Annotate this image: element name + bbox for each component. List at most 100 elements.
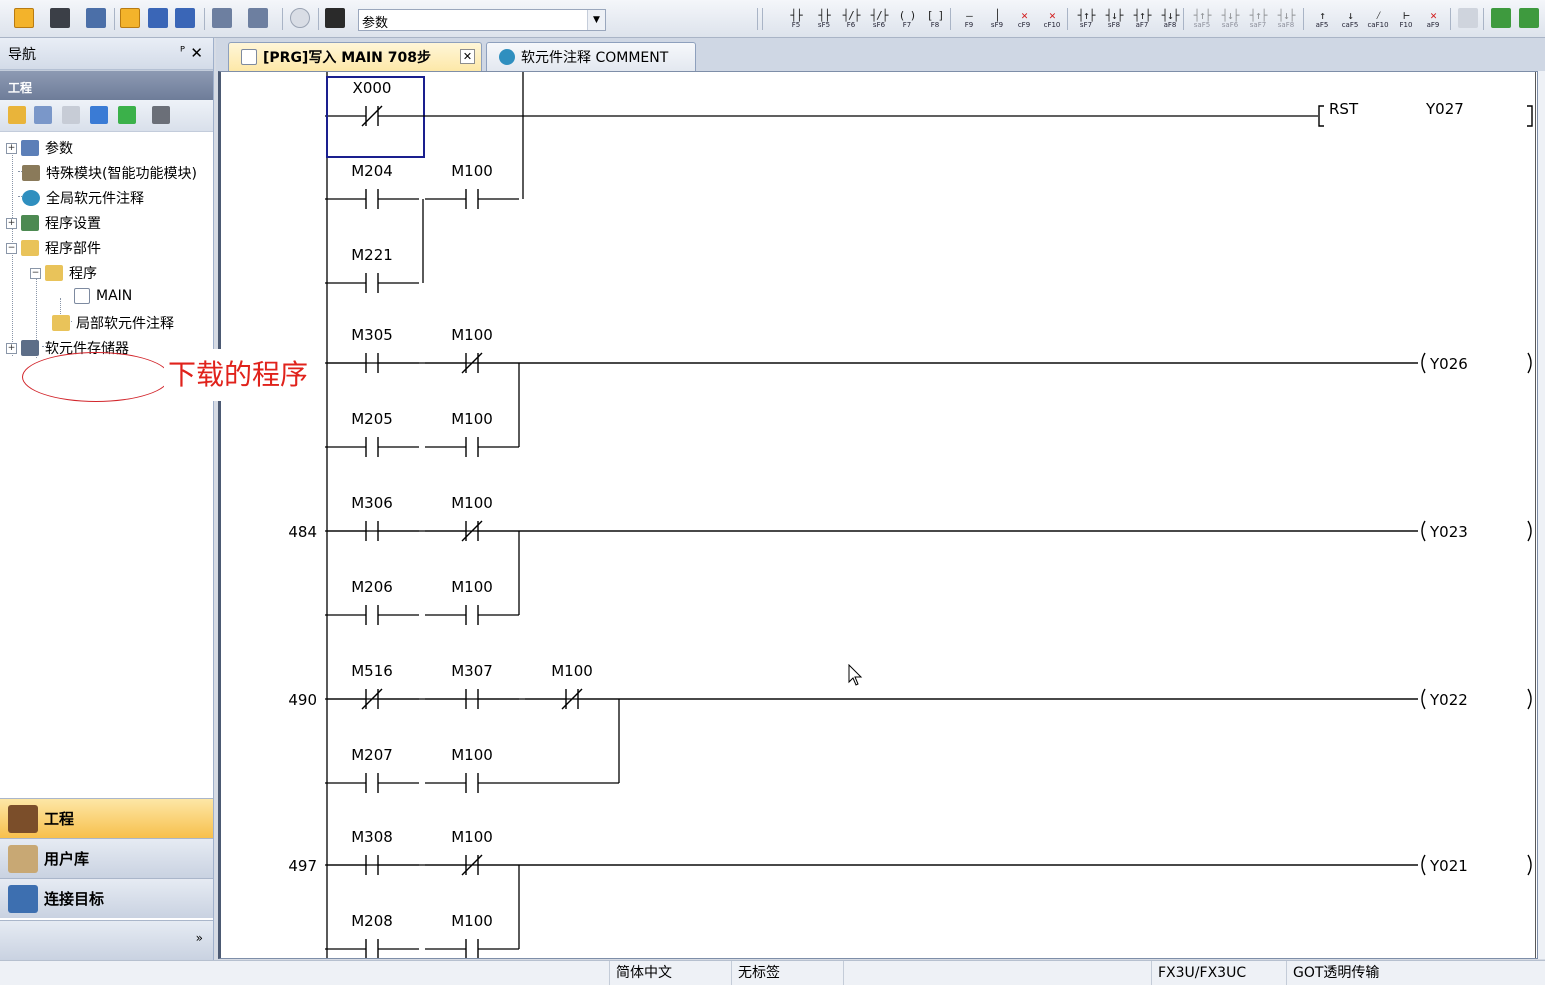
nc-contact[interactable] bbox=[426, 827, 522, 885]
properties-icon[interactable] bbox=[90, 106, 108, 124]
no-contact-label: M208 bbox=[351, 912, 393, 930]
no-contact[interactable] bbox=[326, 577, 422, 635]
pin-icon[interactable]: ᴾ bbox=[180, 45, 185, 60]
nc-contact[interactable] bbox=[326, 661, 422, 719]
output-coil[interactable] bbox=[1417, 517, 1536, 545]
dev-batch-icon[interactable] bbox=[175, 8, 195, 28]
tree-item-main[interactable]: MAIN bbox=[74, 288, 132, 304]
no-contact[interactable] bbox=[426, 661, 522, 719]
binoculars-icon[interactable] bbox=[325, 8, 345, 28]
ladder-tool-sf9[interactable]: │sF9 bbox=[986, 7, 1008, 31]
ladder-tool-caf10[interactable]: ⁄caF10 bbox=[1367, 7, 1389, 31]
nc-contact[interactable] bbox=[426, 493, 522, 551]
no-contact[interactable] bbox=[326, 161, 422, 219]
expand-icon[interactable]: + bbox=[6, 142, 17, 154]
refresh-icon[interactable] bbox=[118, 106, 136, 124]
step-icon[interactable] bbox=[1458, 8, 1478, 28]
no-contact[interactable] bbox=[326, 493, 422, 551]
ladder-tool-af7[interactable]: ┤↑├aF7 bbox=[1131, 7, 1153, 31]
monitor-icon[interactable] bbox=[212, 8, 232, 28]
find-device-icon[interactable] bbox=[248, 8, 268, 28]
chevron-down-icon[interactable]: ▼ bbox=[587, 10, 605, 30]
ladder-tool-key: F8 bbox=[930, 20, 940, 29]
project-icon[interactable] bbox=[14, 8, 34, 28]
ladder-tool-f9[interactable]: —F9 bbox=[958, 7, 980, 31]
ladder-tool-caf5[interactable]: ↓caF5 bbox=[1339, 7, 1361, 31]
paste-icon[interactable] bbox=[62, 106, 80, 124]
ladder-tool-key: sF9 bbox=[990, 20, 1004, 29]
search-combo[interactable]: 参数 ▼ bbox=[358, 9, 606, 31]
ladder-tool-f5[interactable]: ┤├F5 bbox=[785, 7, 807, 31]
nav-tab-project[interactable]: 工程 bbox=[0, 798, 213, 838]
tab-main-program[interactable]: [PRG]写入 MAIN 708步 ✕ bbox=[228, 42, 482, 71]
tree-item-local-comment[interactable]: 局部软元件注释 bbox=[52, 313, 174, 333]
ladder-tool-cf10[interactable]: ✕cF10 bbox=[1041, 7, 1063, 31]
ladder-tool-sf6[interactable]: ┤/├sF6 bbox=[868, 7, 890, 31]
ladder-tool-saf7[interactable]: ┤↑├saF7 bbox=[1247, 7, 1269, 31]
no-contact[interactable] bbox=[326, 911, 422, 959]
close-icon[interactable]: ✕ bbox=[190, 44, 203, 62]
editor-vertical-scrollbar[interactable] bbox=[1538, 71, 1545, 959]
ladder-tool-sf8[interactable]: ┤↓├sF8 bbox=[1103, 7, 1125, 31]
ladder-tool-f6[interactable]: ┤/├F6 bbox=[840, 7, 862, 31]
nc-contact[interactable] bbox=[326, 78, 422, 136]
close-icon[interactable]: ✕ bbox=[460, 49, 475, 64]
ladder-editor[interactable]: X000RSTY027M204M100M221478M305M100Y026M2… bbox=[218, 71, 1538, 959]
module-icon[interactable] bbox=[50, 8, 70, 28]
tree-item-program[interactable]: − 程序 bbox=[30, 263, 97, 283]
no-contact[interactable] bbox=[326, 325, 422, 383]
no-contact[interactable] bbox=[326, 827, 422, 885]
ladder-tool-f8[interactable]: [ ]F8 bbox=[924, 7, 946, 31]
expand-icon[interactable]: + bbox=[6, 342, 17, 354]
ladder-tool-saf8[interactable]: ┤↓├saF8 bbox=[1275, 7, 1297, 31]
no-contact[interactable] bbox=[326, 745, 422, 803]
tree-item-program-parts[interactable]: − 程序部件 bbox=[6, 238, 101, 258]
ladder-tool-glyph: ┤↑├ bbox=[1133, 8, 1152, 22]
new-data-icon[interactable] bbox=[8, 106, 26, 124]
annotation-ellipse bbox=[22, 352, 170, 402]
tree-item-special-module[interactable]: 特殊模块(智能功能模块) bbox=[22, 163, 197, 183]
ladder-diagram[interactable]: X000RSTY027M204M100M221478M305M100Y026M2… bbox=[221, 72, 1536, 959]
tree-item-global-comment[interactable]: 全局软元件注释 bbox=[22, 188, 144, 208]
ladder-tool-saf5[interactable]: ┤↑├saF5 bbox=[1191, 7, 1213, 31]
output-coil[interactable] bbox=[1417, 349, 1536, 377]
collapse-icon[interactable]: − bbox=[6, 242, 17, 254]
nc-contact[interactable] bbox=[526, 661, 622, 719]
ladder-tool-f7[interactable]: ( )F7 bbox=[896, 7, 918, 31]
no-contact[interactable] bbox=[426, 577, 522, 635]
convert-all-icon[interactable] bbox=[1519, 8, 1539, 28]
expand-icon[interactable]: + bbox=[6, 217, 17, 229]
dev-active-icon[interactable] bbox=[120, 8, 140, 28]
collapse-icon[interactable]: − bbox=[30, 267, 41, 279]
dev-icon[interactable] bbox=[148, 8, 168, 28]
nav-tab-connection[interactable]: 连接目标 bbox=[0, 878, 213, 918]
ladder-tool-sf7[interactable]: ┤↑├sF7 bbox=[1075, 7, 1097, 31]
output-coil[interactable] bbox=[1417, 685, 1536, 713]
tab-device-comment[interactable]: 软元件注释 COMMENT bbox=[486, 42, 696, 71]
nc-contact[interactable] bbox=[426, 325, 522, 383]
ladder-tool-af5[interactable]: ↑aF5 bbox=[1311, 7, 1333, 31]
no-contact[interactable] bbox=[426, 911, 522, 959]
nav-tab-user-library[interactable]: 用户库 bbox=[0, 838, 213, 878]
no-contact[interactable] bbox=[326, 409, 422, 467]
tree-item-program-setting[interactable]: + 程序设置 bbox=[6, 213, 101, 233]
window-icon[interactable] bbox=[86, 8, 106, 28]
no-contact[interactable] bbox=[426, 161, 522, 219]
nav-more-button[interactable]: » bbox=[0, 920, 213, 960]
output-coil[interactable] bbox=[1417, 851, 1536, 879]
view-options-icon[interactable] bbox=[152, 106, 170, 124]
no-contact[interactable] bbox=[426, 745, 522, 803]
ladder-tool-f10[interactable]: ⊢F10 bbox=[1395, 7, 1417, 31]
no-contact[interactable] bbox=[426, 409, 522, 467]
ladder-tool-sf5[interactable]: ┤├sF5 bbox=[813, 7, 835, 31]
ladder-tool-cf9[interactable]: ✕cF9 bbox=[1013, 7, 1035, 31]
rst-instruction[interactable] bbox=[1317, 102, 1536, 130]
copy-icon[interactable] bbox=[34, 106, 52, 124]
ladder-tool-af8[interactable]: ┤↓├aF8 bbox=[1159, 7, 1181, 31]
ladder-tool-af9[interactable]: ✕aF9 bbox=[1422, 7, 1444, 31]
convert-icon[interactable] bbox=[1491, 8, 1511, 28]
no-contact[interactable] bbox=[326, 245, 422, 303]
help-icon[interactable] bbox=[290, 8, 310, 28]
ladder-tool-saf6[interactable]: ┤↓├saF6 bbox=[1219, 7, 1241, 31]
tree-item-parameters[interactable]: + 参数 bbox=[6, 138, 73, 158]
